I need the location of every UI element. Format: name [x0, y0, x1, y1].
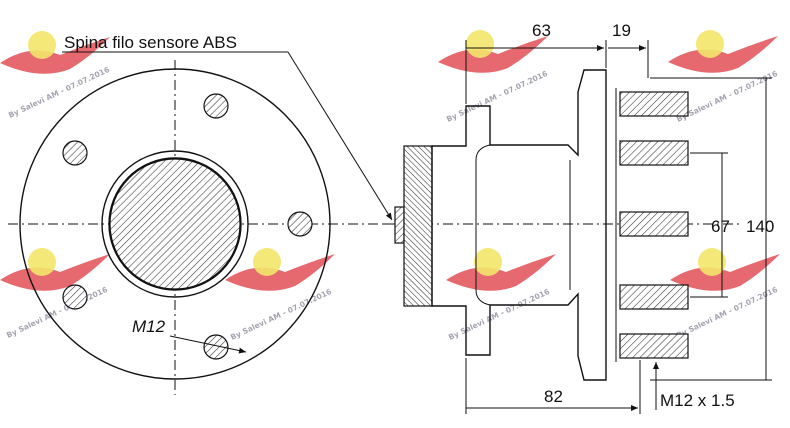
- dim-140-label: 140: [746, 217, 774, 236]
- dim-82-label: 82: [544, 387, 563, 406]
- watermark-logo: [225, 248, 335, 291]
- watermark-text: By Salevi AM - 07.07.2016: [447, 287, 551, 342]
- stud: [619, 211, 689, 237]
- bolt-hole: [287, 211, 313, 237]
- front-view: M12: [8, 60, 395, 395]
- dim-19-label: 19: [612, 21, 631, 40]
- watermark-logo: [446, 248, 556, 291]
- watermark-logo: [0, 248, 110, 291]
- abs-callout: Spina filo sensore ABS: [62, 33, 393, 221]
- bolt-hole: [203, 93, 229, 119]
- bolt-hole: [62, 140, 88, 166]
- dim-67-label: 67: [711, 217, 730, 236]
- stud: [619, 140, 689, 166]
- flange-outline: [19, 68, 331, 380]
- abs-sensor-pin: [394, 206, 405, 244]
- hub-outer-ring: [101, 150, 249, 298]
- bolt-hole: [203, 334, 229, 360]
- watermark-text: By Salevi AM - 07.07.2016: [7, 65, 111, 120]
- stud: [619, 333, 689, 359]
- abs-sensor-label: Spina filo sensore ABS: [64, 33, 237, 52]
- watermark-text: By Salevi AM - 07.07.2016: [5, 285, 109, 340]
- abs-sensor-ring: [403, 145, 433, 307]
- hub-bore: [109, 158, 241, 290]
- watermark-text: By Salevi AM - 07.07.2016: [445, 69, 549, 124]
- dim-63-label: 63: [532, 21, 551, 40]
- watermark-logo: [0, 31, 110, 74]
- hub-inner-contour: [475, 144, 571, 306]
- bolt-thread-label: M12: [132, 317, 166, 336]
- hub-inner-ring: [108, 157, 242, 291]
- stud: [619, 284, 689, 310]
- side-view: 63 19 82 67 140 M12 x 1.5: [383, 21, 774, 414]
- abs-leader-line: [287, 51, 393, 221]
- watermark-logo: [670, 248, 780, 291]
- bolt-hole: [62, 284, 88, 310]
- thread-leader-line: [169, 335, 247, 354]
- thread-spec-label: M12 x 1.5: [660, 391, 735, 410]
- watermark-text: By Salevi AM - 07.07.2016: [675, 69, 779, 124]
- watermark-logo: [668, 30, 778, 73]
- watermark-text: By Salevi AM - 07.07.2016: [229, 287, 333, 342]
- stud: [619, 91, 689, 117]
- watermark-text: By Salevi AM - 07.07.2016: [675, 285, 779, 340]
